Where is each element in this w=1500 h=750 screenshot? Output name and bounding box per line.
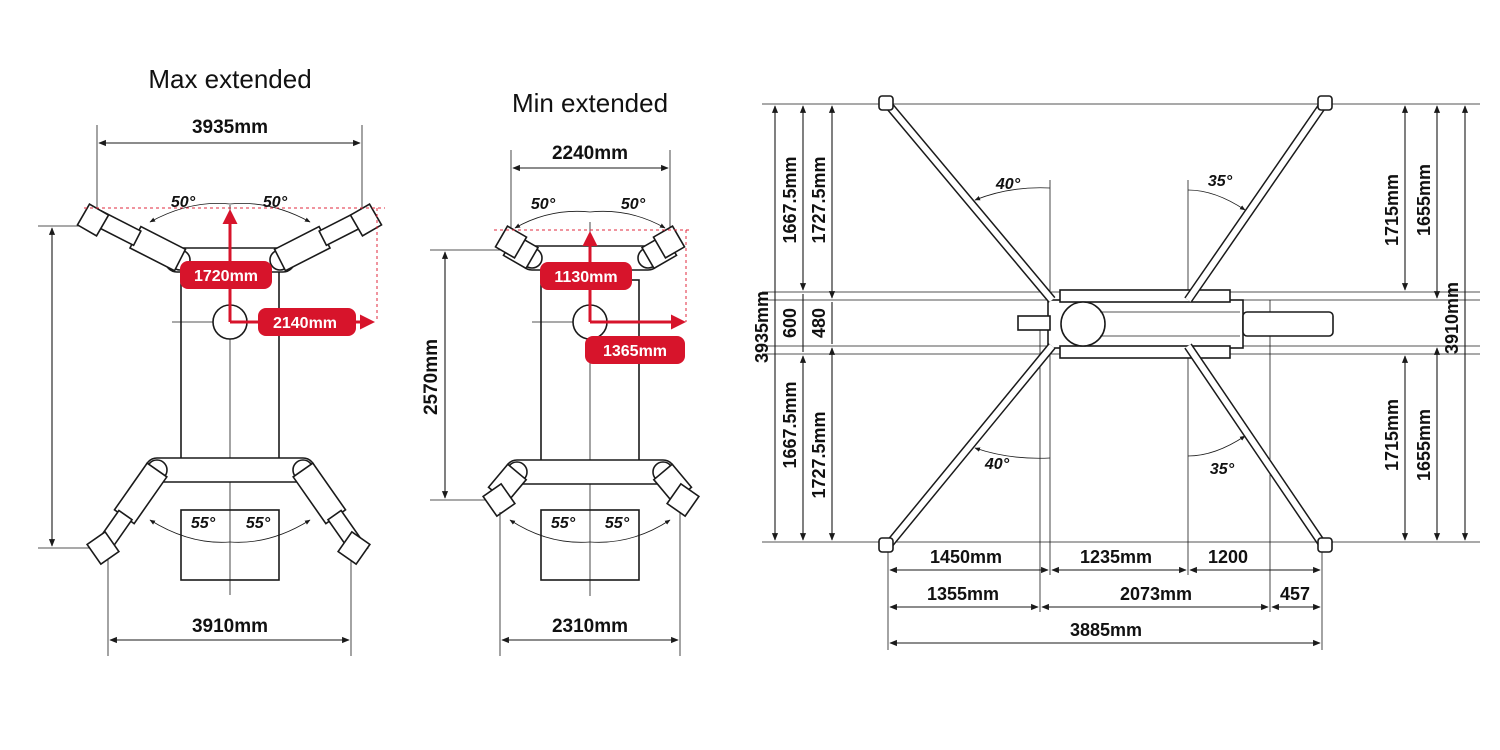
bottom-row1-b: 1235mm [1080,547,1152,567]
min-red-horizontal-badge [585,336,685,364]
min-top-width: 2240mm [552,143,628,164]
pad-lower-right [1317,537,1333,553]
left-lower-1: 1667.5mm [780,381,800,468]
angle-upper-right: 35° [1208,173,1233,190]
min-pad-fl [494,225,528,259]
min-angle-top-right: 50° [621,196,646,213]
arc-lower-right [1187,435,1246,457]
right-lower-2: 1655mm [1414,409,1434,481]
left-upper-2: 1727.5mm [809,156,829,243]
bottom-row2-c: 457 [1280,584,1310,604]
max-arc-bottom-left [149,519,231,543]
max-pad-fl [76,203,110,237]
max-pad-rr [336,530,372,566]
bottom-row2-b: 2073mm [1120,584,1192,604]
side-view: 3935mm 1667.5mm 1727.5mm 600 480 1667.5m… [752,95,1480,650]
arc-upper-right [1187,189,1246,211]
min-angle-bottom-right: 55° [605,515,630,532]
max-arc-bottom-right [229,519,311,543]
max-top-width: 3935mm [192,117,268,138]
left-mid-2: 480 [809,308,829,338]
right-total: 3910mm [1442,282,1462,354]
min-angle-top-left: 50° [531,196,556,213]
min-red-horizontal-label: 1365mm [603,343,667,360]
arc-upper-left [974,187,1051,201]
max-extended-view: Max extended 3935mm [38,64,385,656]
max-red-horizontal-badge [258,308,356,336]
pad-upper-right [1317,95,1333,111]
min-pad-fr [652,225,686,259]
max-angle-top-left: 50° [171,194,196,211]
left-mid-1: 600 [780,308,800,338]
left-lower-2: 1727.5mm [809,411,829,498]
angle-lower-left: 40° [984,456,1010,473]
pad-lower-left [878,537,894,553]
min-arc-top-right [589,211,666,229]
arc-lower-left [974,447,1051,459]
arm-lower-left-fill [883,344,1055,550]
min-red-vertical-label: 1130mm [554,269,617,286]
max-red-vertical-badge [180,261,272,289]
max-angle-bottom-right: 55° [246,515,271,532]
pad-upper-left [878,95,894,111]
right-lower-1: 1715mm [1382,399,1402,471]
right-upper-1: 1715mm [1382,174,1402,246]
right-upper-2: 1655mm [1414,164,1434,236]
min-arc-top-left [514,211,591,229]
min-height: 2570mm [421,339,442,415]
machine-top-rail [1059,289,1231,303]
machine-boom [1242,311,1334,337]
bottom-row1-c: 1200 [1208,547,1248,567]
max-pad-fr [349,203,383,237]
min-arc-bottom-right [589,519,671,543]
left-upper-1: 1667.5mm [780,156,800,243]
machine-hook [1017,315,1051,331]
bottom-total: 3885mm [1070,620,1142,640]
left-total: 3935mm [752,291,772,363]
angle-lower-right: 35° [1210,461,1235,478]
max-red-vertical-label: 1720mm [194,268,258,285]
max-angle-bottom-left: 55° [191,515,216,532]
angle-upper-left: 40° [995,176,1021,193]
machine-slew [1060,301,1106,347]
max-angle-top-right: 50° [263,194,288,211]
min-red-vertical-badge [540,262,632,290]
arm-upper-right-fill [1185,100,1328,302]
min-title: Min extended [512,88,668,118]
arm-lower-right-fill [1185,344,1328,550]
min-arc-bottom-left [509,519,591,543]
min-pad-rl [481,482,517,518]
machine-bottom-rail [1059,345,1231,359]
max-arc-top-right [229,203,311,223]
min-angle-bottom-left: 55° [551,515,576,532]
bottom-row2-a: 1355mm [927,584,999,604]
bottom-row1-a: 1450mm [930,547,1002,567]
max-rear-bar [144,457,316,483]
min-extended-view: Min extended 2240mm 2570mm [421,88,701,656]
max-arc-top-left [149,203,231,223]
min-rear-bar [504,459,676,485]
arm-upper-left-fill [883,100,1055,302]
max-red-horizontal-label: 2140mm [273,315,337,332]
max-pad-rl [85,530,121,566]
max-bottom-width: 3910mm [192,616,268,637]
min-pad-rr [665,482,701,518]
min-bottom-width: 2310mm [552,616,628,637]
max-title: Max extended [148,64,311,94]
